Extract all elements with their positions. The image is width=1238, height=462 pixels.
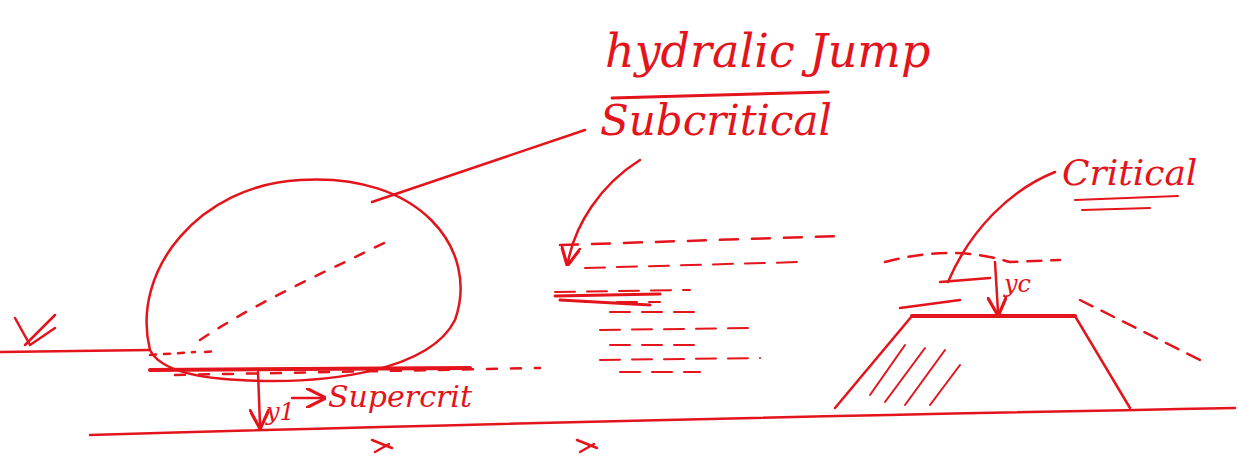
flow-regime-label: Critical (1062, 155, 1197, 191)
channel-bed (90, 408, 1235, 435)
water-surface (560, 236, 840, 245)
depth-symbol: y1 (266, 400, 295, 424)
water-hatch (555, 262, 800, 372)
depth-arrow (258, 372, 260, 425)
water-surface (150, 368, 470, 370)
bed-hatch (372, 440, 392, 452)
weir-hatch (870, 345, 960, 405)
flow-regime-label: Supercrit (328, 382, 472, 412)
leader-line (372, 130, 585, 202)
jump-surface (200, 240, 390, 340)
water-surface (900, 278, 990, 308)
pointer-arrow (292, 397, 322, 400)
water-surface (885, 253, 1200, 360)
underline (612, 92, 828, 98)
leader-arrow (568, 160, 640, 262)
bed-hatch (577, 440, 597, 452)
weir-crest (912, 314, 1075, 318)
jump-region (147, 179, 461, 380)
flow-regime-label: Subcritical (600, 100, 832, 142)
leader-line (948, 172, 1055, 282)
flow-arrow (25, 315, 55, 345)
weir (835, 316, 1130, 408)
depth-symbol: yc (1004, 272, 1031, 296)
underline (1075, 196, 1178, 210)
water-surface (150, 351, 215, 355)
water-surface (0, 350, 150, 352)
flow-arrow (555, 294, 660, 305)
title-note: hydralic Jump (605, 28, 930, 74)
depth-arrow (995, 262, 998, 312)
